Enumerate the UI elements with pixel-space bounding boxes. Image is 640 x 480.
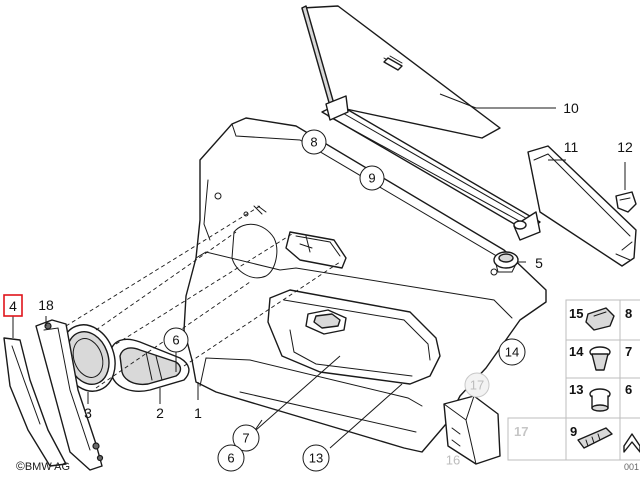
parts-table-r2-left: 13 — [569, 382, 583, 397]
callout-6b: 6 — [217, 444, 245, 472]
callout-7: 7 — [232, 424, 260, 452]
callout-9-label: 9 — [368, 171, 375, 186]
callout-3: 3 — [84, 405, 92, 421]
callout-13-label: 13 — [309, 451, 323, 466]
brand-copyright: ©BMW AG — [16, 459, 70, 473]
part-10-sunshade — [301, 5, 541, 241]
callout-2-label: 2 — [156, 405, 164, 421]
callout-10: 10 — [563, 100, 579, 116]
callout-4-label: 4 — [9, 298, 17, 314]
parts-table-r1-right: 7 — [625, 344, 632, 359]
callout-2: 2 — [156, 405, 164, 421]
parts-table-r0-right: 8 — [625, 306, 632, 321]
table-clip-14-icon — [589, 346, 611, 371]
part-12-clip — [615, 191, 637, 213]
drawing-code: 001 — [624, 462, 640, 472]
part-1-door-panel — [183, 117, 547, 453]
table-clip-15-icon — [585, 307, 615, 331]
part-4-trim-cover — [3, 337, 67, 467]
callout-4: 4 — [3, 294, 23, 317]
parts-table: 15 8 14 7 13 6 17 9 — [507, 299, 640, 461]
parts-table-r3-right: 9 — [570, 424, 577, 439]
callout-5: 5 — [535, 255, 543, 271]
callout-18: 18 — [38, 297, 54, 313]
callout-17-label: 17 — [470, 378, 484, 393]
callout-9: 9 — [359, 165, 385, 191]
table-chevron-icon — [623, 433, 640, 453]
callout-12: 12 — [617, 139, 633, 155]
callout-16-label: 16 — [446, 453, 460, 468]
parts-table-r0-left: 15 — [569, 306, 583, 321]
callout-1: 1 — [194, 405, 202, 421]
assembly-dash-lines — [65, 205, 341, 389]
callout-10-label: 10 — [563, 100, 579, 116]
callout-1-label: 1 — [194, 405, 202, 421]
callout-16: 16 — [446, 453, 460, 468]
callout-8-label: 8 — [310, 135, 317, 150]
callout-18-label: 18 — [38, 297, 54, 313]
parts-table-r1-left: 14 — [569, 344, 584, 359]
callout-13: 13 — [302, 444, 330, 472]
part-11-pillar-trim — [527, 145, 637, 267]
callout-8: 8 — [301, 129, 327, 155]
callout-5-label: 5 — [535, 255, 543, 271]
part-2-handle-bezel — [109, 338, 190, 392]
callout-14-label: 14 — [505, 345, 519, 360]
callout-17: 17 — [464, 372, 490, 398]
part-5-grommet — [493, 251, 519, 273]
callout-6a: 6 — [163, 327, 189, 353]
callout-14: 14 — [498, 338, 526, 366]
callout-6a-label: 6 — [172, 333, 179, 348]
callout-11: 11 — [564, 139, 579, 155]
callout-6b-label: 6 — [227, 451, 234, 466]
callout-7-label: 7 — [242, 431, 249, 446]
table-clip-9-icon — [577, 427, 613, 449]
callout-12-label: 12 — [617, 139, 633, 155]
callout-11-label: 11 — [564, 139, 579, 155]
callout-3-label: 3 — [84, 405, 92, 421]
brand-name: BMW AG — [24, 461, 71, 473]
parts-table-r3-left: 17 — [514, 424, 528, 439]
part-18-trim-strip — [35, 319, 104, 471]
parts-table-r2-right: 6 — [625, 382, 632, 397]
table-clip-13-icon — [589, 388, 611, 412]
copyright-symbol: © — [16, 459, 25, 473]
